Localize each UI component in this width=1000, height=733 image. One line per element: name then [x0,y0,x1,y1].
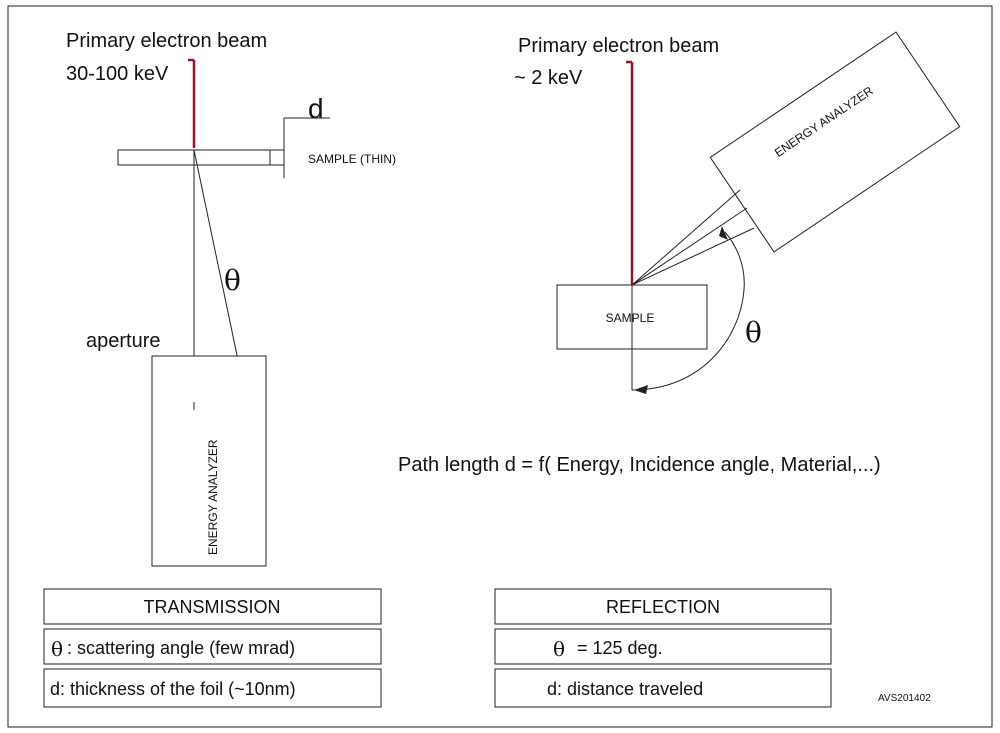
reflection-panel: Primary electron beam ~ 2 keV ENERGY ANA… [398,31,961,708]
transmission-row1-theta: θ [51,637,63,661]
thin-sample-label: SAMPLE (THIN) [308,152,396,166]
transmission-row1-text: : scattering angle (few mrad) [67,638,295,658]
thickness-marker [283,117,330,178]
scattered-ray [193,149,239,361]
reflection-row1-text: = 125 deg. [577,638,663,658]
reflection-row2-text: d: distance traveled [547,679,703,699]
transmission-energy-analyzer [151,355,267,567]
transmission-row2-text: d: thickness of the foil (~10nm) [50,679,296,699]
figure-id: AVS201402 [878,693,931,704]
reflection-title-box [494,588,832,625]
transmission-beam-label: Primary electron beam [66,30,267,52]
reflection-sample-label: SAMPLE [606,311,655,325]
reflected-rays [631,189,755,286]
angle-arc-arrowhead-top [719,226,728,240]
aperture-label: aperture [86,330,161,352]
reflection-electron-beam [626,60,634,285]
transmission-beam-energy: 30-100 keV [66,63,169,85]
angle-arc [631,231,745,391]
transmission-electron-beam [188,58,196,148]
transmission-title: TRANSMISSION [143,597,280,617]
transmission-panel: Primary electron beam 30-100 keV d SAMPL… [43,30,396,708]
thickness-d-symbol: d [308,93,324,124]
transmission-theta-label: θ [224,264,241,297]
transmission-title-box [43,588,382,625]
path-length-text: Path length d = f( Energy, Incidence ang… [398,454,881,476]
transmission-row2-box [43,668,382,708]
transmission-row1-box [43,628,382,665]
reflection-theta-label: θ [745,316,762,349]
reflection-title: REFLECTION [606,597,720,617]
diagram-frame [7,5,993,728]
reflection-row1-theta: θ [553,637,565,661]
reflection-row1-box [494,628,832,665]
transmission-analyzer-label: ENERGY ANALYZER [206,439,220,555]
thin-sample [117,149,285,166]
angle-arc-arrowhead-bottom [634,385,648,394]
reflection-beam-label: Primary electron beam [518,35,719,57]
reflection-energy-analyzer [709,31,961,253]
reflection-beam-energy: ~ 2 keV [514,67,583,89]
reflection-row2-box [494,668,832,708]
